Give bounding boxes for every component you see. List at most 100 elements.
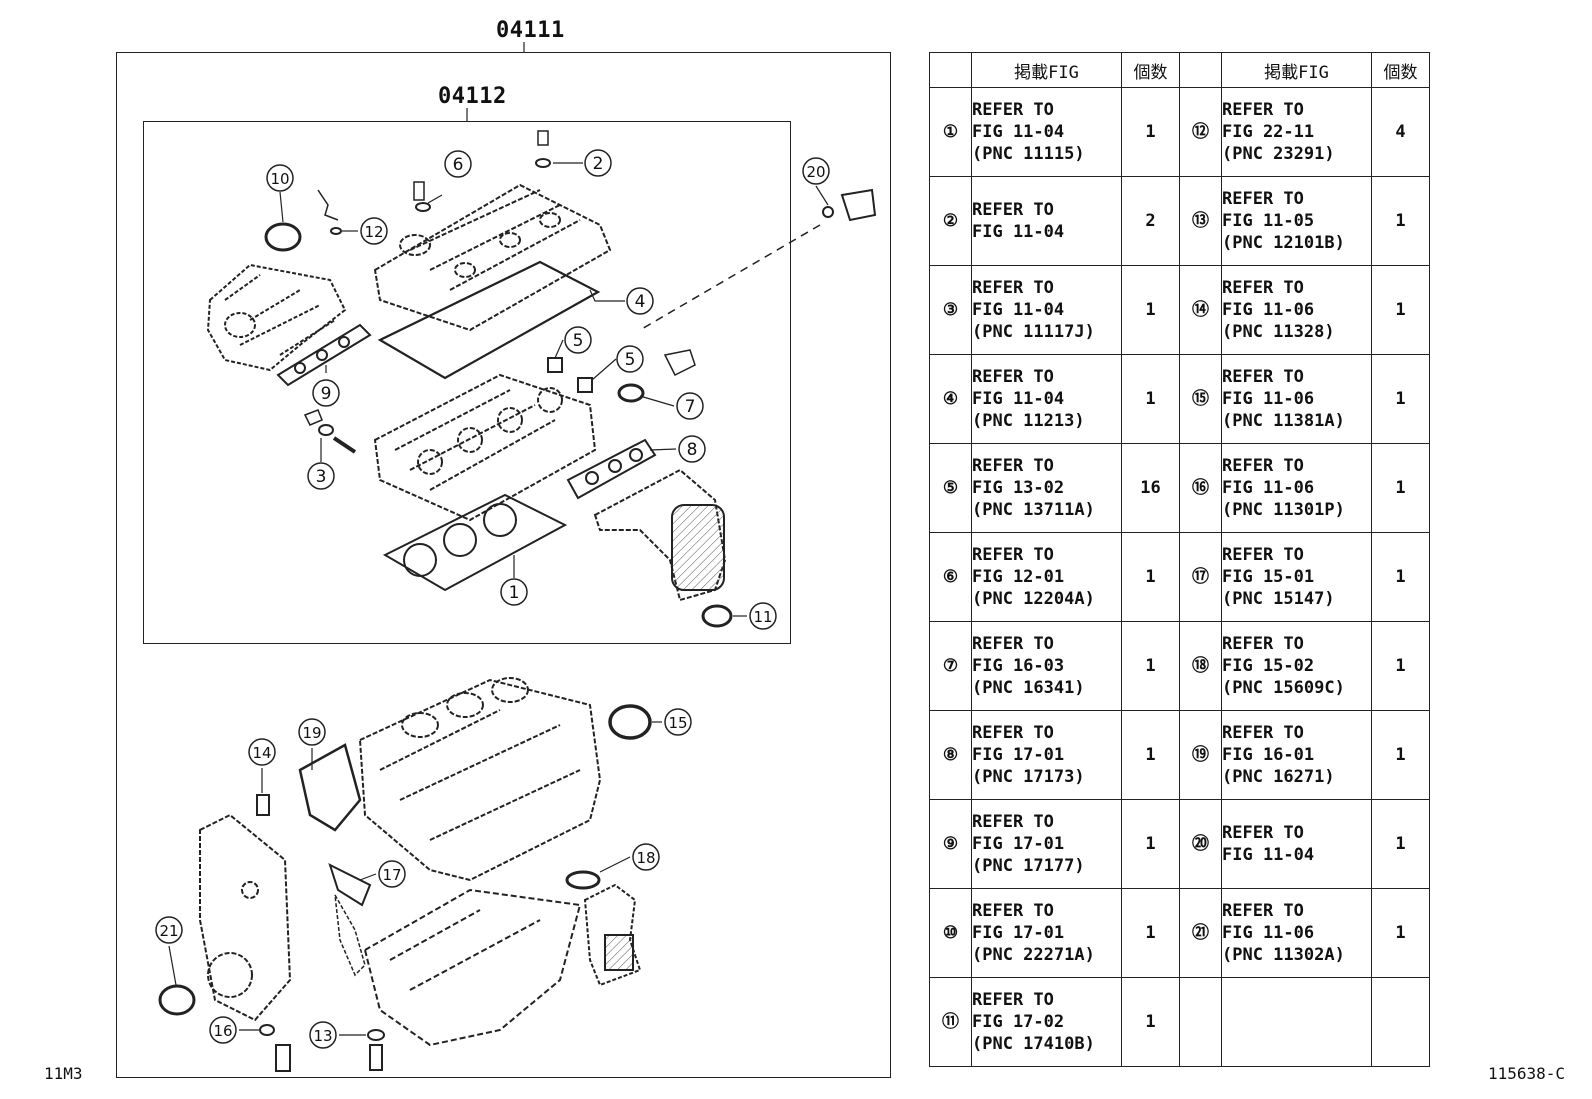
fig-reference-right: REFER TO FIG 15-01 (PNC 15147)	[1221, 532, 1372, 622]
corner-code-right: 115638-C	[1488, 1064, 1566, 1083]
stud-14	[256, 794, 270, 816]
oil-seal-21	[158, 984, 196, 1016]
callout-label: 8	[687, 440, 698, 460]
outer-kit-frame	[116, 52, 891, 1078]
fig-reference-right	[1221, 977, 1372, 1067]
callout-3: 3	[307, 462, 335, 490]
callout-5: 5	[564, 326, 592, 354]
part-number-left: ⑤	[929, 443, 972, 533]
callout-7: 7	[676, 392, 704, 420]
callout-label: 3	[316, 467, 327, 487]
exhaust-gasket	[566, 438, 657, 500]
fig-reference-left: REFER TO FIG 17-02 (PNC 17410B)	[971, 977, 1122, 1067]
header-right-qty: 個数	[1371, 52, 1430, 88]
quantity-left: 1	[1121, 621, 1180, 711]
quantity-left: 1	[1121, 87, 1180, 177]
callout-circle	[664, 708, 692, 736]
callout-circle	[749, 602, 777, 630]
oil-pan	[363, 888, 582, 1047]
fig-reference-left: REFER TO FIG 11-04	[971, 176, 1122, 266]
callout-11: 11	[749, 602, 777, 630]
part-number-left: ②	[929, 176, 972, 266]
callout-5: 5	[616, 345, 644, 373]
oring-12	[330, 227, 342, 235]
gasket-17	[328, 863, 372, 907]
callout-label: 6	[453, 155, 464, 175]
callout-label: 11	[753, 608, 772, 626]
part-number-left: ⑨	[929, 799, 972, 889]
callout-15: 15	[664, 708, 692, 736]
callout-1: 1	[500, 578, 528, 606]
part-number-right: ⑭	[1179, 265, 1222, 355]
fig-reference-left: REFER TO FIG 11-04 (PNC 11115)	[971, 87, 1122, 177]
quantity-left: 1	[1121, 265, 1180, 355]
quantity-right: 1	[1371, 799, 1430, 889]
callout-label: 1	[509, 583, 520, 603]
cylinder-head	[373, 373, 597, 522]
fig-reference-left: REFER TO FIG 17-01 (PNC 22271A)	[971, 888, 1122, 978]
callout-circle	[676, 392, 704, 420]
inner-kit-frame	[143, 121, 791, 644]
quantity-left: 1	[1121, 354, 1180, 444]
quantity-right: 1	[1371, 265, 1430, 355]
callout-label: 14	[252, 744, 271, 762]
callout-circle	[802, 157, 830, 185]
callout-16: 16	[209, 1016, 237, 1044]
callout-2: 2	[584, 149, 612, 177]
callout-label: 18	[636, 849, 655, 867]
callout-label: 20	[806, 163, 825, 181]
callout-circle	[500, 578, 528, 606]
fig-reference-left: REFER TO FIG 16-03 (PNC 16341)	[971, 621, 1122, 711]
fig-reference-left: REFER TO FIG 11-04 (PNC 11213)	[971, 354, 1122, 444]
callout-circle	[626, 287, 654, 315]
quantity-right: 1	[1371, 443, 1430, 533]
bolt-part	[303, 409, 323, 426]
fig-reference-left: REFER TO FIG 13-02 (PNC 13711A)	[971, 443, 1122, 533]
callout-circle	[298, 718, 326, 746]
header-left-fig: 掲載FIG	[971, 52, 1122, 88]
fig-reference-right: REFER TO FIG 11-06 (PNC 11328)	[1221, 265, 1372, 355]
callout-label: 12	[364, 223, 383, 241]
callout-9: 9	[312, 379, 340, 407]
callout-label: 16	[213, 1022, 232, 1040]
callout-label: 21	[159, 922, 178, 940]
part-number-right: ⑱	[1179, 621, 1222, 711]
part-number-left: ⑧	[929, 710, 972, 800]
callout-circle	[155, 916, 183, 944]
outer-kit-label: 04111	[496, 18, 565, 43]
cover-gasket	[377, 260, 601, 380]
part-number-right: ⑳	[1179, 799, 1222, 889]
bolt-3	[332, 436, 357, 454]
callout-label: 5	[573, 331, 584, 351]
part-number-right: ⑬	[1179, 176, 1222, 266]
quantity-left: 1	[1121, 710, 1180, 800]
washer-13	[367, 1029, 385, 1041]
callout-circle	[584, 149, 612, 177]
quantity-left: 2	[1121, 176, 1180, 266]
part-number-right: ㉑	[1179, 888, 1222, 978]
part-number-right: ⑲	[1179, 710, 1222, 800]
quantity-right: 1	[1371, 176, 1430, 266]
callout-circle	[444, 150, 472, 178]
part-number-right: ⑫	[1179, 87, 1222, 177]
fig-reference-left: REFER TO FIG 11-04 (PNC 11117J)	[971, 265, 1122, 355]
valve-part	[413, 181, 425, 201]
sensor-part	[317, 189, 339, 221]
fig-reference-right: REFER TO FIG 15-02 (PNC 15609C)	[1221, 621, 1372, 711]
callout-label: 4	[635, 292, 646, 312]
header-left-num	[929, 52, 972, 88]
oring-20	[822, 206, 834, 218]
quantity-right: 1	[1371, 710, 1430, 800]
callout-label: 2	[593, 154, 604, 174]
part-number-right: ⑰	[1179, 532, 1222, 622]
